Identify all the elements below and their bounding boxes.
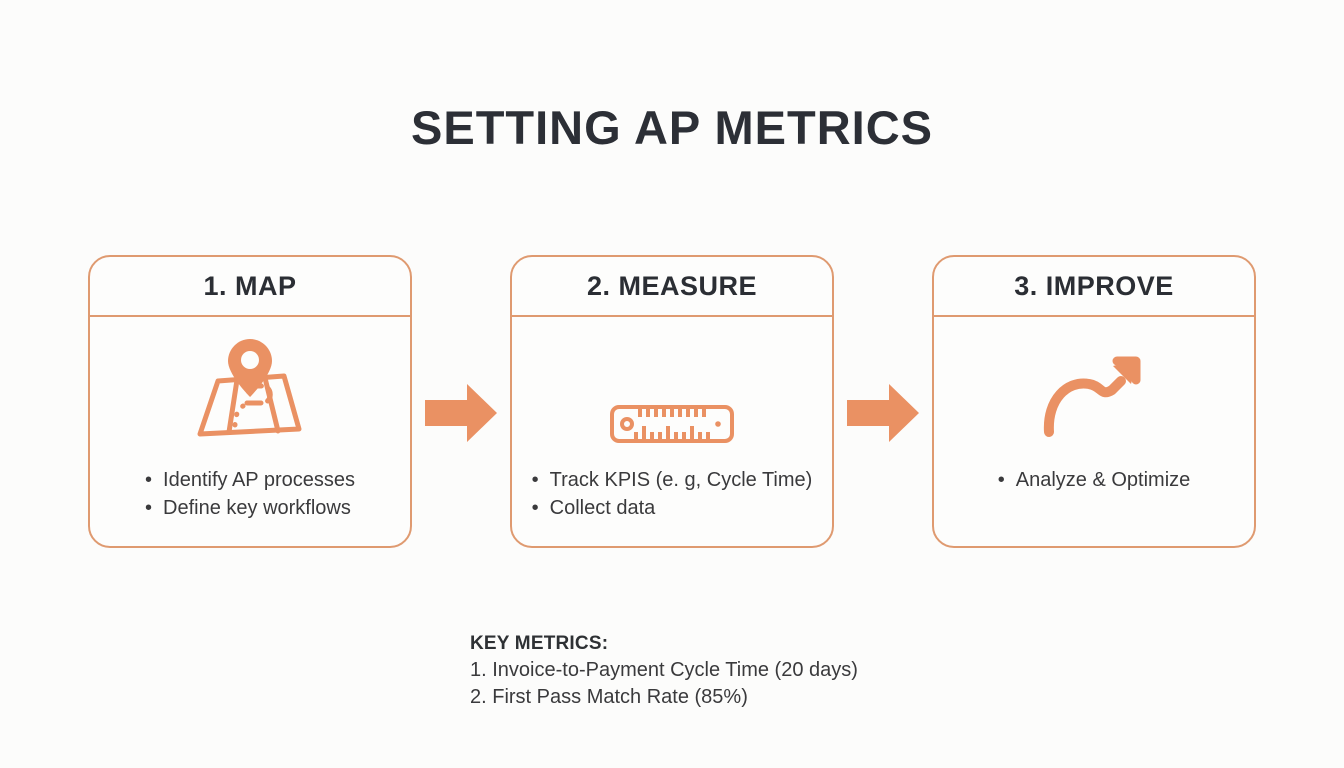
step-card-measure-header: 2. MEASURE <box>512 257 832 317</box>
step-card-map-title: 1. MAP <box>203 270 297 301</box>
list-item: Identify AP processes <box>145 466 355 494</box>
trend-arrow-icon <box>934 317 1254 466</box>
measure-bullet-list: Track KPIS (e. g, Cycle Time) Collect da… <box>532 466 813 524</box>
key-metrics-item-2: 2. First Pass Match Rate (85%) <box>470 686 748 708</box>
ruler-icon <box>512 349 832 498</box>
step-card-improve-body: Analyze & Optimize <box>934 317 1254 546</box>
list-item: Define key workflows <box>145 494 355 522</box>
step-card-map: 1. MAP Identify AP processes <box>88 255 412 548</box>
step-card-map-header: 1. MAP <box>90 257 410 317</box>
flow-arrow-2 <box>834 255 932 548</box>
step-card-measure-body: Track KPIS (e. g, Cycle Time) Collect da… <box>512 317 832 546</box>
improve-bullet-list: Analyze & Optimize <box>998 466 1191 524</box>
step-card-improve-title: 3. IMPROVE <box>1014 270 1174 301</box>
page-title: SETTING AP METRICS <box>411 101 933 154</box>
step-card-measure: 2. MEASURE <box>510 255 834 548</box>
map-icon <box>90 317 410 466</box>
key-metrics-heading: KEY METRICS: <box>470 633 609 654</box>
list-item: Collect data <box>532 494 813 522</box>
list-item: Analyze & Optimize <box>998 466 1191 494</box>
map-bullet-list: Identify AP processes Define key workflo… <box>145 466 355 524</box>
step-card-improve: 3. IMPROVE Analyze & Optimize <box>932 255 1256 548</box>
list-item: Track KPIS (e. g, Cycle Time) <box>532 466 813 494</box>
key-metrics-item-1: 1. Invoice-to-Payment Cycle Time (20 day… <box>470 659 858 681</box>
process-flow: 1. MAP Identify AP processes <box>88 255 1256 548</box>
step-card-measure-title: 2. MEASURE <box>586 270 758 301</box>
right-block-arrow-icon <box>847 383 919 442</box>
right-block-arrow-icon <box>425 383 497 442</box>
key-metrics: KEY METRICS: 1. Invoice-to-Payment Cycle… <box>470 630 858 711</box>
step-card-map-body: Identify AP processes Define key workflo… <box>90 317 410 546</box>
flow-arrow-1 <box>412 255 510 548</box>
step-card-improve-header: 3. IMPROVE <box>934 257 1254 317</box>
